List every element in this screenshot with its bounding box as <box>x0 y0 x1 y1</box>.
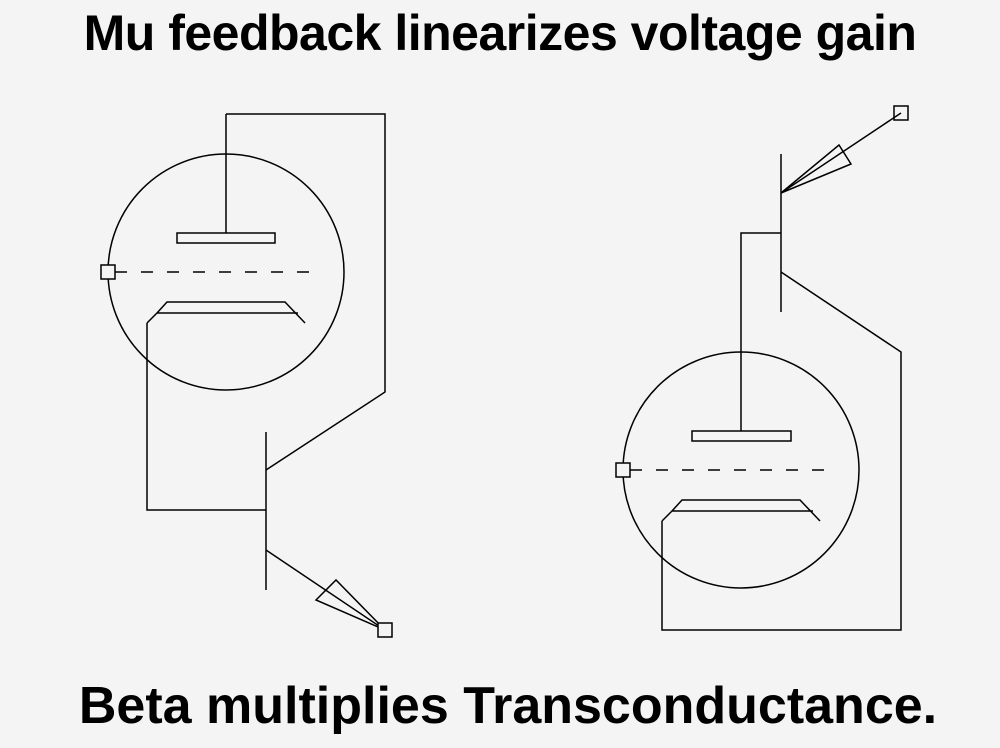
left-transistor-emitter-arrow <box>314 578 386 631</box>
left-bipolar-transistor <box>265 432 386 631</box>
left-grid-input-terminal[interactable] <box>100 264 116 280</box>
left-tube-cathode <box>146 301 306 324</box>
left-cathode-to-base-wire <box>146 323 266 511</box>
left-vacuum-tube <box>107 114 345 391</box>
right-collector-to-cathode-wire <box>661 271 902 631</box>
right-transistor-emitter-arrow <box>780 143 853 194</box>
left-plate-to-collector-wire <box>226 113 386 471</box>
left-emitter-output-terminal[interactable] <box>377 622 393 638</box>
right-circuit <box>615 105 909 631</box>
diagram-caption: Beta multiplies Transconductance. <box>78 677 938 735</box>
left-circuit <box>100 113 393 638</box>
right-base-to-plate-wire <box>740 232 781 431</box>
left-tube-plate <box>176 232 276 244</box>
right-tube-cathode <box>661 499 821 522</box>
diagram-title: Mu feedback linearizes voltage gain <box>83 5 917 61</box>
right-transistor-emitter-lead <box>780 112 902 194</box>
right-bipolar-transistor <box>780 112 902 312</box>
right-tube-plate <box>691 430 792 442</box>
right-grid-input-terminal[interactable] <box>615 462 631 478</box>
